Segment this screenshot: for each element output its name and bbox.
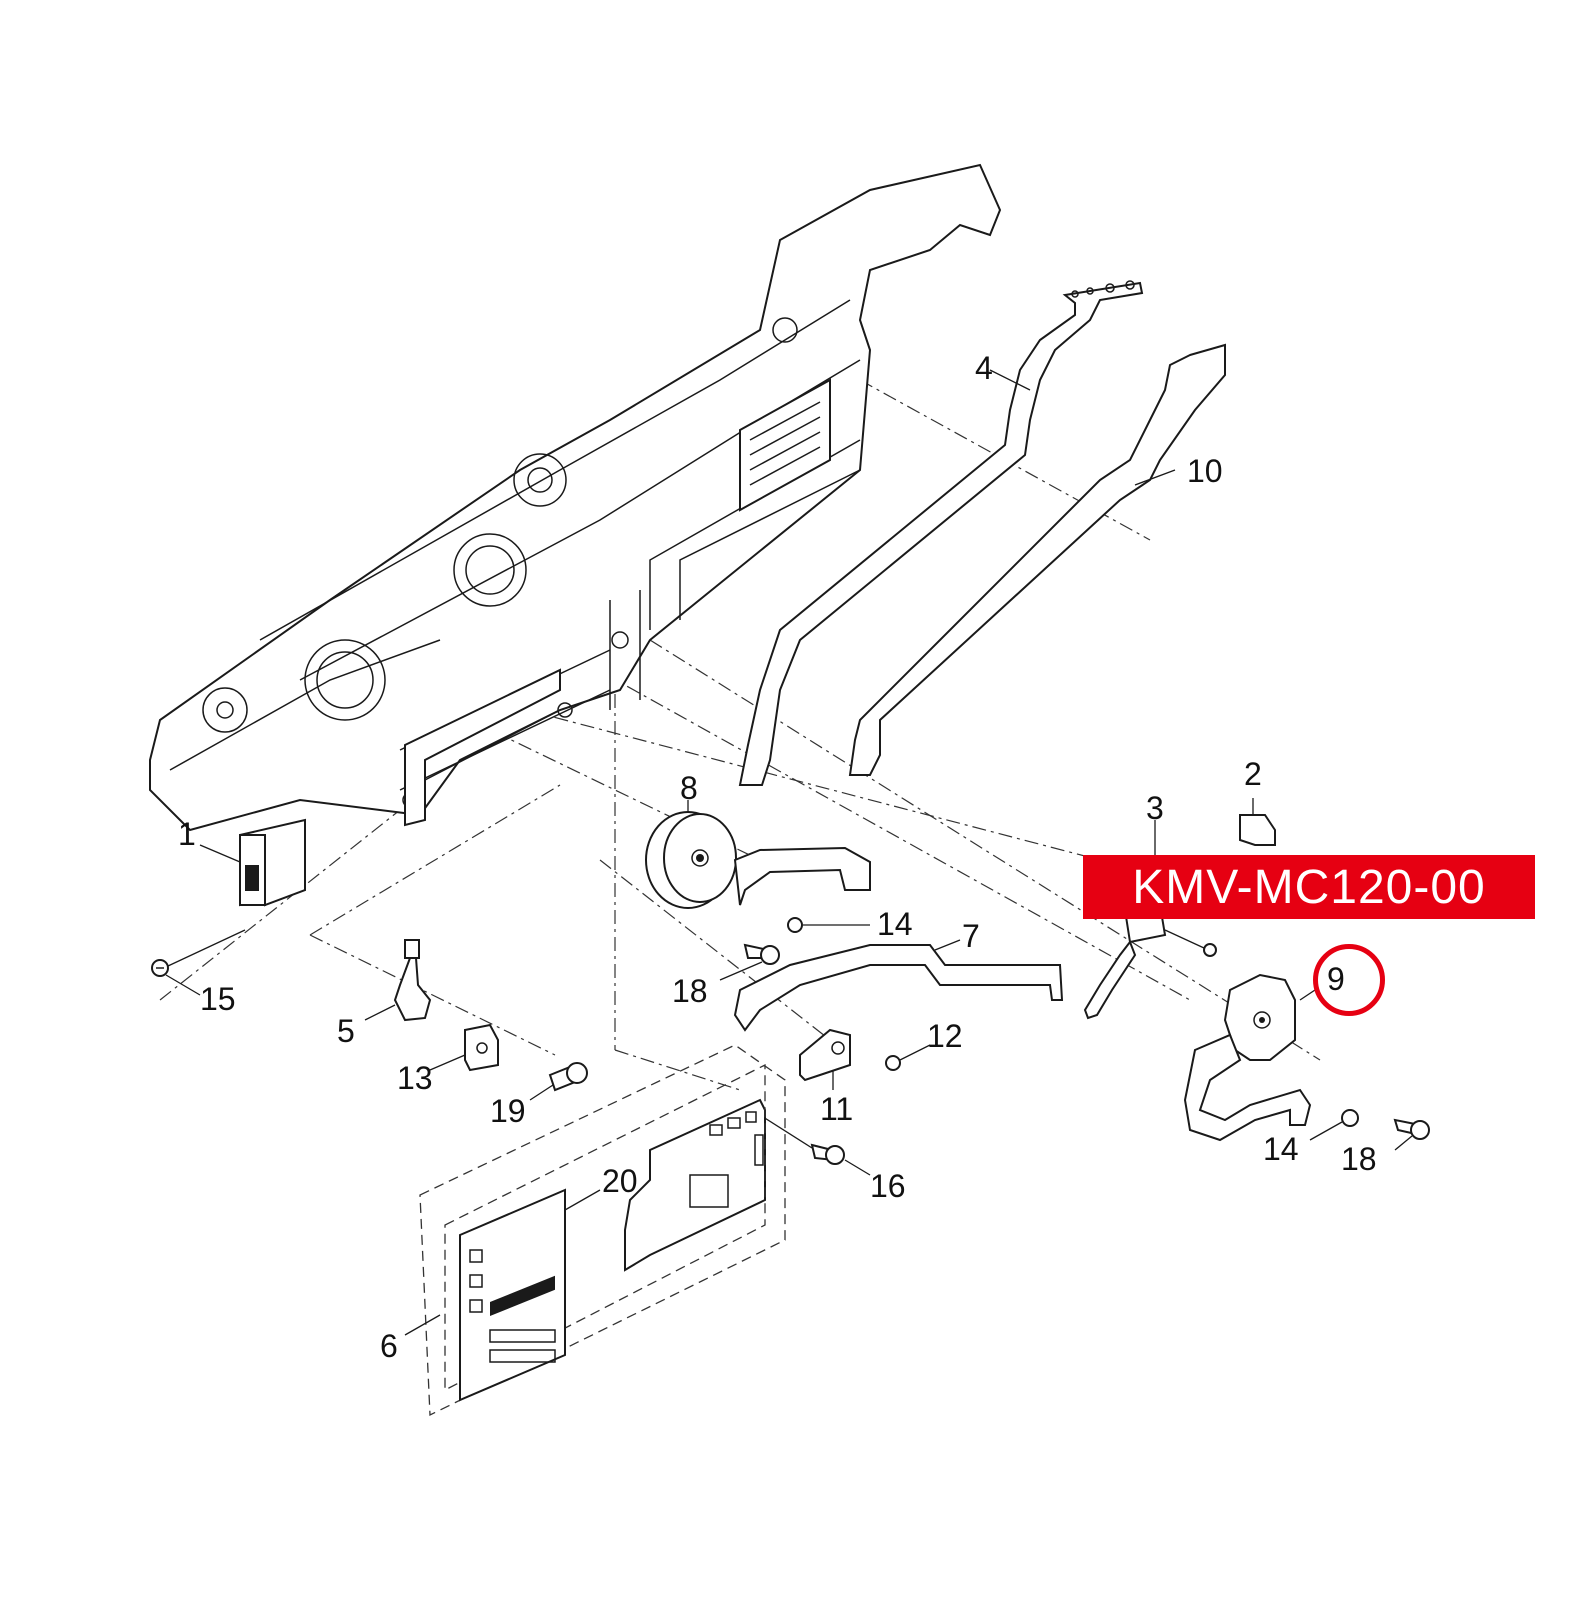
part-18-screw-center (719, 943, 780, 981)
part-4-flat-cable (738, 280, 1144, 786)
callout-7: 7 (962, 918, 980, 954)
callout-4: 4 (975, 350, 993, 386)
part-10-strip (848, 343, 1226, 776)
callout-2: 2 (1244, 756, 1262, 792)
part-8-motor (645, 800, 871, 909)
guide-rail (404, 668, 561, 827)
part-20-circuit-board (419, 1044, 786, 1417)
part-18-screw-right (1393, 1118, 1430, 1151)
part-19-screw (529, 1062, 588, 1101)
part-1-connector (199, 818, 306, 907)
part-13-bracket (429, 1023, 499, 1072)
callout-10: 10 (1187, 453, 1223, 489)
callout-18-center: 18 (672, 973, 708, 1009)
callout-8: 8 (680, 770, 698, 806)
part-15-screw (151, 929, 246, 996)
part-7-wire (733, 939, 1064, 1032)
part-11-plate (799, 1028, 851, 1090)
callout-14-right: 14 (1263, 1131, 1299, 1167)
callout-16: 16 (870, 1168, 906, 1204)
callout-15: 15 (200, 981, 236, 1017)
selected-callout-ring (1313, 944, 1385, 1016)
part-number-label: KMV-MC120-00 (1132, 860, 1486, 914)
callout-1: 1 (178, 816, 196, 852)
part-3-sensor (1083, 820, 1217, 1020)
callout-11: 11 (820, 1091, 854, 1127)
callout-20: 20 (602, 1163, 638, 1199)
part-number-badge: KMV-MC120-00 (1083, 855, 1535, 919)
part-2-bracket (1239, 798, 1276, 846)
part-14-screw-upper (787, 917, 870, 933)
callout-19: 19 (490, 1093, 526, 1129)
callout-13: 13 (397, 1060, 433, 1096)
feeder-frame (149, 163, 1002, 832)
part-9-motor (1183, 973, 1319, 1142)
part-14-screw-right (1309, 1109, 1359, 1141)
callout-6: 6 (380, 1328, 398, 1364)
callout-3: 3 (1146, 790, 1164, 826)
callout-5: 5 (337, 1013, 355, 1049)
callout-18-right: 18 (1341, 1141, 1377, 1177)
part-16-screw (759, 1114, 871, 1176)
part-5-lever (364, 939, 432, 1022)
assembly-centerlines (159, 379, 1321, 1091)
part-12-screw (885, 1044, 931, 1071)
part-6-label (404, 1063, 766, 1402)
callout-12: 12 (927, 1018, 963, 1054)
callout-14-upper: 14 (877, 906, 913, 942)
